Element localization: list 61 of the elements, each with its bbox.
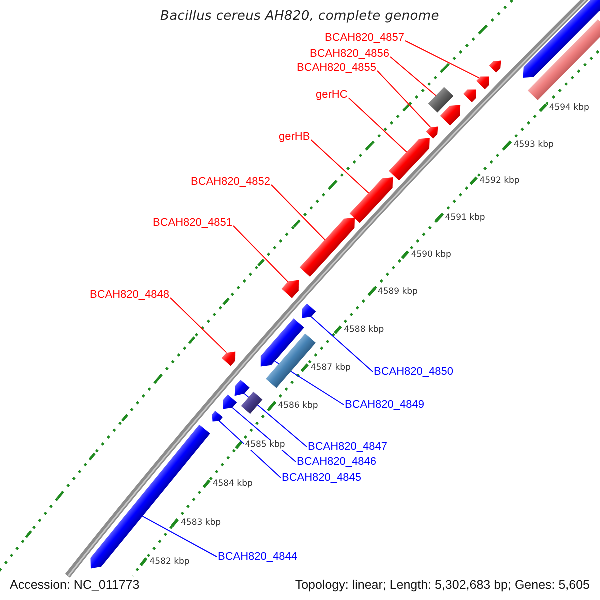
leader-line	[233, 226, 289, 282]
scale-label: 4583 kbp	[180, 518, 222, 528]
leader-line	[348, 98, 408, 153]
gene-feature	[260, 318, 304, 367]
gene-label: BCAH820_4856	[310, 48, 390, 60]
gene-feature	[234, 380, 250, 396]
leader-line	[310, 316, 374, 372]
gene-feature	[464, 90, 476, 102]
gene-feature	[523, 0, 600, 78]
scale-label: 4588 kbp	[343, 325, 386, 335]
scale-label: 4587 kbp	[310, 363, 352, 373]
genome-stats-label: Topology: linear; Length: 5,302,683 bp; Genes: 5,605	[295, 578, 590, 592]
scale-label: 4590 kbp	[410, 250, 452, 260]
scale-label: 4591 kbp	[444, 213, 486, 223]
gene-label: BCAH820_4849	[345, 399, 425, 411]
gene-label: BCAH820_4852	[191, 176, 271, 188]
leader-line	[390, 56, 437, 96]
gene-feature	[426, 126, 438, 139]
gene-feature	[302, 304, 316, 318]
leader-line	[219, 420, 282, 478]
scale-label: 4592 kbp	[478, 176, 521, 186]
scale-label: 4582 kbp	[148, 557, 191, 567]
scale-label: 4593 kbp	[512, 140, 555, 150]
gene-feature	[300, 218, 355, 277]
scale-label: 4589 kbp	[376, 287, 419, 297]
gene-block	[241, 392, 263, 414]
accession-label: Accession: NC_011773	[10, 578, 140, 592]
diagram-title: Bacillus cereus AH820, complete genome	[160, 9, 440, 24]
gene-feature	[389, 138, 430, 181]
leader-line	[310, 140, 370, 194]
scale-label: 4586 kbp	[277, 401, 320, 411]
gene-label: BCAH820_4851	[153, 217, 233, 229]
leader-line	[405, 40, 480, 79]
scale-label: 4584 kbp	[212, 479, 254, 489]
leader-line	[377, 70, 432, 128]
leader-line	[142, 516, 218, 558]
gene-feature	[223, 394, 238, 410]
gene-label: BCAH820_4844	[218, 551, 298, 563]
gene-feature	[350, 178, 394, 224]
gene-feature	[222, 352, 236, 366]
scale-label: 4594 kbp	[548, 103, 590, 113]
gene-feature	[440, 105, 461, 126]
gene-label: BCAH820_4857	[325, 32, 405, 44]
gene-feature	[489, 60, 502, 73]
leader-line	[170, 298, 228, 354]
gene-feature	[476, 76, 490, 90]
gene-label: BCAH820_4847	[308, 441, 388, 453]
gene-band	[528, 20, 600, 100]
gene-label: BCAH820_4850	[374, 366, 454, 378]
gene-label: BCAH820_4848	[90, 289, 170, 301]
gene-label: BCAH820_4846	[297, 456, 377, 468]
leader-line	[244, 393, 308, 448]
gene-label: gerHC	[316, 89, 348, 101]
gene-label: BCAH820_4855	[297, 62, 377, 74]
gene-label: BCAH820_4845	[282, 472, 362, 484]
gene-feature	[282, 280, 299, 298]
gene-block	[428, 87, 454, 113]
gene-feature	[212, 411, 223, 422]
scale-label: 4585 kbp	[244, 440, 286, 450]
gene-label: gerHB	[279, 131, 310, 143]
leader-line	[271, 184, 326, 240]
